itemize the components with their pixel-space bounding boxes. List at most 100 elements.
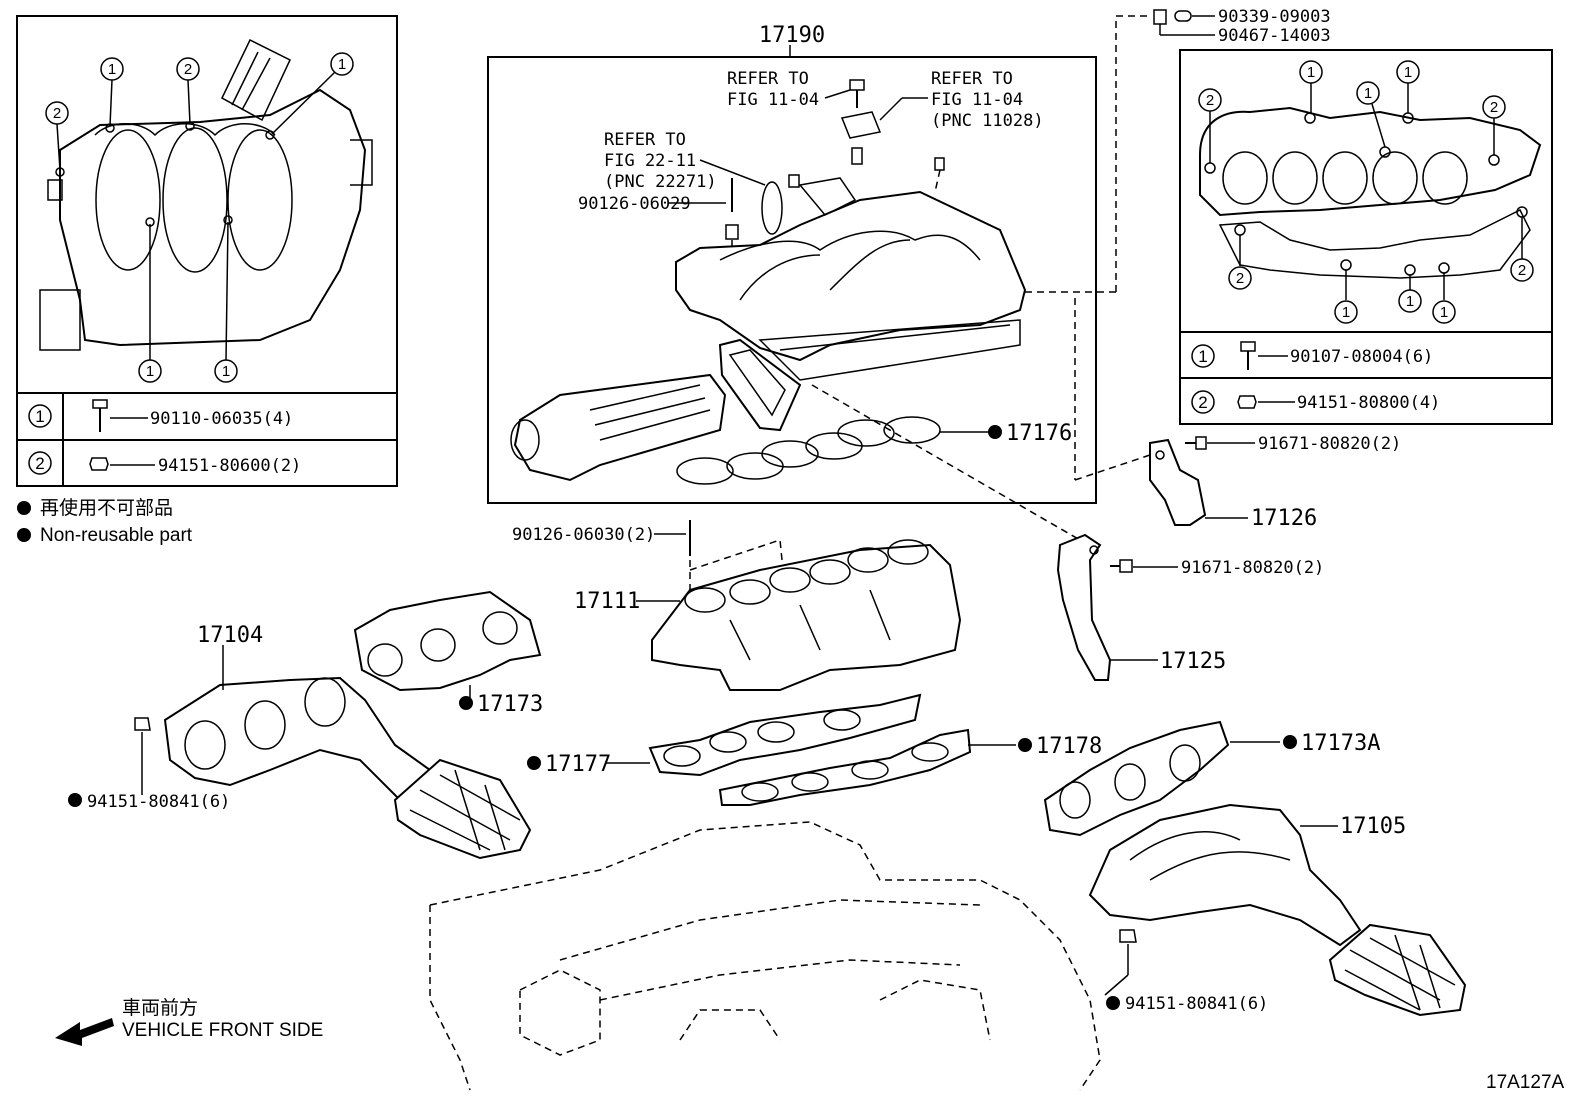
part-17173-label: 17173 [477,692,543,717]
left-table-part-2: 94151-80600(2) [158,456,301,476]
bracket-icon [840,111,882,139]
right-table-row-1: 1 90107-08004(6) [1191,341,1433,370]
svg-text:1: 1 [1404,64,1412,81]
bolt-icon [1110,559,1133,573]
ref-a-line1: REFER TO [727,69,809,89]
arrow-left-icon [55,1018,114,1046]
part-17126-label: 17126 [1251,506,1317,531]
ref-c-line1: REFER TO [604,130,686,150]
callout-1-marker [330,52,354,76]
dashed-leaders [811,15,1152,541]
left-table-part-1: 90110-06035(4) [150,409,293,429]
nut-icon [89,457,109,471]
label-90467-14003: 90467-14003 [1218,26,1331,46]
svg-text:2: 2 [1490,99,1498,116]
part-17111-label: 17111 [574,589,640,614]
right-table-part-1: 90107-08004(6) [1290,347,1433,367]
svg-text:2: 2 [1206,92,1214,109]
part-17178-label: 17178 [1036,734,1102,759]
part-17125-label: 17125 [1160,649,1226,674]
svg-text:2: 2 [1518,262,1526,279]
ref-a-line2: FIG 11-04 [727,90,819,110]
svg-text:1: 1 [1342,304,1350,321]
svg-text:1: 1 [35,407,44,426]
inset-manifold-drawing [39,38,373,351]
legend: 再使用不可部品 Non-reusable part [17,497,193,546]
part-17190-label: 17190 [759,23,825,48]
cap-icon [1153,9,1167,25]
intake-plenum-drawing [675,177,1027,432]
gasket-17178: 17178 [718,728,1102,806]
ref-b-line1: REFER TO [931,69,1013,89]
left-table-row-1: 1 90110-06035(4) [28,399,293,432]
part-17104-label: 17104 [197,623,263,648]
callout-1-marker [138,359,162,383]
bracket-17125: 91671-80820(2) 17125 [1056,533,1324,681]
intake-duct-drawing [510,373,727,482]
part-17173A-label: 17173A [1301,731,1380,756]
inset-callouts: 1 2 1 2 1 1 [45,52,354,383]
bolt-icon [1240,341,1256,370]
gasket-rings-17176 [676,416,941,485]
non-reusable-marker [68,793,82,807]
svg-text:2: 2 [1236,270,1244,287]
top-fasteners: 90339-09003 90467-14003 [1153,7,1331,46]
legend-en: Non-reusable part [40,525,193,546]
callout-2-label: 2 [53,105,61,122]
label-91671-b: 91671-80820(2) [1181,558,1324,578]
right-inset: 2 1 1 1 2 2 1 1 1 [1179,49,1553,425]
svg-text:1: 1 [1307,64,1315,81]
non-reusable-marker [988,425,1002,439]
ref-c-line2: FIG 22-11 [604,151,696,171]
legend-jp: 再使用不可部品 [40,497,173,519]
bolt-icon [92,399,108,432]
bolt-icon [1185,436,1207,450]
callout-2-marker [45,101,69,125]
callout-1-label: 1 [338,56,346,73]
ref-c-line3: (PNC 22271) [604,172,717,192]
gasket-17177: 17177 [527,693,922,777]
ref-b-line3: (PNC 11028) [931,111,1044,131]
right-inset-callouts: 2 1 1 1 2 2 1 1 1 [1198,60,1534,324]
label-90339-09003: 90339-09003 [1218,7,1331,27]
front-indicator: 車両前方 VEHICLE FRONT SIDE [55,997,323,1046]
figure-code: 17A127A [1486,1072,1565,1093]
svg-text:2: 2 [1198,393,1207,412]
svg-text:1: 1 [1198,347,1207,366]
exhaust-manifold-17105: 17105 94151-80841(6) [1088,803,1467,1017]
svg-text:1: 1 [1364,85,1372,102]
exhaust-manifold-17104: 17104 94151-80841(6) [68,623,532,860]
callout-1-marker [214,359,238,383]
svg-text:2: 2 [35,454,44,473]
label-90126-06029: 90126-06029 [578,194,691,214]
bracket-17126: 91671-80820(2) 17126 [1149,434,1401,531]
nut-icon [1119,929,1137,943]
engine-block-outline [429,821,1101,1091]
lower-manifold-17111: 90126-06030(2) 17111 [512,520,962,691]
right-table-part-2: 94151-80800(4) [1297,393,1440,413]
non-reusable-marker [1106,996,1120,1010]
gasket-17173A: 17173A [1043,720,1380,837]
part-17176-label: 17176 [1006,421,1072,446]
callout-2-label: 2 [184,61,192,78]
gasket-17173: 17173 [353,590,543,717]
label-94151-right: 94151-80841(6) [1125,994,1268,1014]
bolt-icon [849,79,865,108]
label-90126-06030: 90126-06030(2) [512,525,655,545]
assembly-box-17190: 17190 REFER TO FIG 11-04 REFER TO FIG 11… [487,23,1097,504]
nut-icon [1237,395,1257,409]
ref-b-line2: FIG 11-04 [931,90,1023,110]
callout-1-label: 1 [108,61,116,78]
non-reusable-marker [459,696,473,710]
svg-text:1: 1 [1440,304,1448,321]
front-en: VEHICLE FRONT SIDE [122,1020,323,1041]
right-table-row-2: 2 94151-80800(4) [1191,390,1440,414]
part-17177-label: 17177 [545,752,611,777]
part-17105-label: 17105 [1340,814,1406,839]
non-reusable-marker [527,756,541,770]
callout-1-label: 1 [146,363,154,380]
label-91671-a: 91671-80820(2) [1258,434,1401,454]
left-inset: 1 2 1 2 1 1 1 90110-0 [16,15,398,487]
non-reusable-marker [1018,738,1032,752]
